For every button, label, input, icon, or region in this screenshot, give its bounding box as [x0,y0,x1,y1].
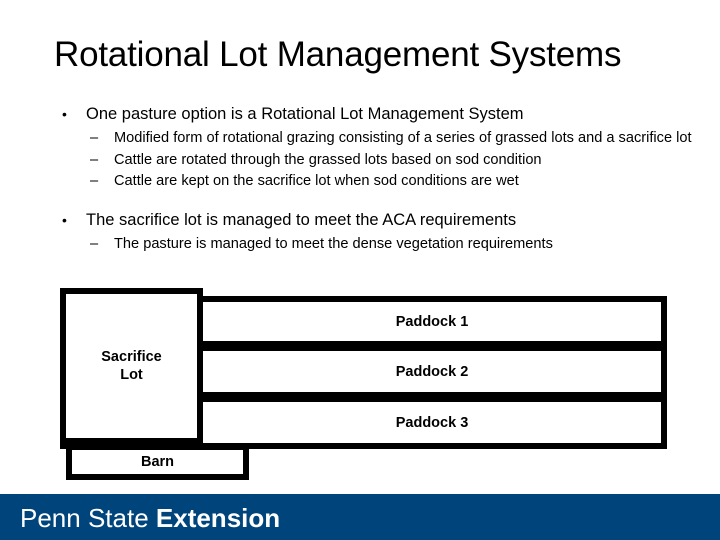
bullet-level2-text: Cattle are rotated through the grassed l… [114,151,542,168]
bullet-level2-text: The pasture is managed to meet the dense… [114,235,553,252]
diagram-box-paddock-2-label: Paddock 2 [395,363,469,380]
bullet-level1-text: The sacrifice lot is managed to meet the… [86,210,517,229]
diagram-box-barn: Barn [66,444,249,480]
bullet-dot-icon: • [62,211,67,228]
slide-body: • One pasture option is a Rotational Lot… [0,104,720,255]
bullet-level1-text: One pasture option is a Rotational Lot M… [86,105,524,123]
dash-icon: – [90,130,99,146]
diagram-box-paddock-3-label: Paddock 3 [395,414,469,431]
diagram-box-sacrifice-lot: Sacrifice Lot [60,288,203,444]
page-title: Rotational Lot Management Systems [54,35,622,74]
diagram-box-barn-label: Barn [140,454,175,470]
bullet-level2: – The pasture is managed to meet the den… [0,234,720,256]
dash-icon: – [90,235,99,252]
bullet-level2-text: Modified form of rotational grazing cons… [114,130,692,146]
bullet-dot-icon: • [62,106,67,122]
bullet-level2: – Modified form of rotational grazing co… [0,128,720,150]
diagram-box-sacrifice-lot-label: Sacrifice Lot [101,349,162,383]
bullet-group-2: • The sacrifice lot is managed to meet t… [0,210,720,256]
bullet-level1: • One pasture option is a Rotational Lot… [0,104,720,125]
dash-icon: – [90,173,99,189]
dash-icon: – [90,151,99,168]
bullet-level1: • The sacrifice lot is managed to meet t… [0,210,720,231]
bullet-level2: – Cattle are kept on the sacrifice lot w… [0,171,720,193]
diagram-box-paddock-3: Paddock 3 [197,396,667,449]
diagram-box-paddock-1: Paddock 1 [197,296,667,347]
logo-text-secondary: Extension [155,503,281,533]
bullet-group-1: • One pasture option is a Rotational Lot… [0,104,720,193]
logo-text-primary: Penn State [20,503,156,533]
footer-banner: Penn State Extension [0,494,720,540]
bullet-level2-text: Cattle are kept on the sacrifice lot whe… [114,173,519,189]
penn-state-extension-logo: Penn State Extension [20,502,280,534]
bullet-level2: – Cattle are rotated through the grassed… [0,150,720,172]
diagram-box-paddock-2: Paddock 2 [197,345,667,398]
bullet-group-spacer [0,193,720,210]
diagram-box-paddock-1-label: Paddock 1 [395,313,469,330]
rotational-lot-diagram: Sacrifice Lot Paddock 1 Paddock 2 Paddoc… [60,288,667,486]
